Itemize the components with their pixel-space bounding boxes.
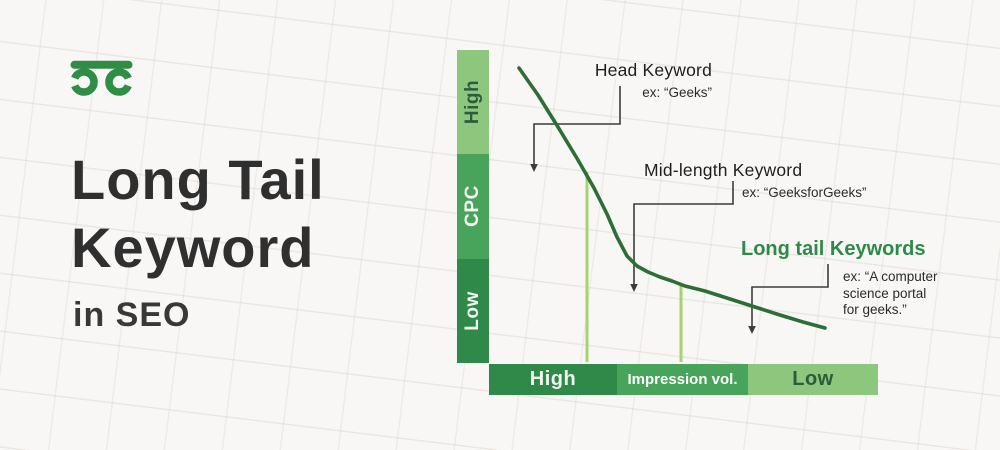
- y-axis-label-high: High: [462, 80, 483, 125]
- x-axis-label-high: High: [529, 368, 577, 390]
- page-title-line2: Keyword: [71, 216, 315, 279]
- x-axis-segment-impression-vol: Impression vol.: [617, 364, 748, 395]
- page-subtitle: in SEO: [73, 296, 191, 334]
- y-axis-cpc: High CPC Low: [457, 50, 489, 363]
- y-axis-label-cpc: CPC: [462, 185, 483, 228]
- y-axis-label-low: Low: [462, 291, 483, 331]
- page-title: Long Tail Keyword: [71, 146, 325, 282]
- long-tail-keywords-example: ex: “A computer science portal for geeks…: [843, 269, 938, 317]
- mid-length-keyword-label: Mid-length Keyword: [644, 160, 803, 180]
- long-tail-keywords-label: Long tail Keywords: [741, 238, 926, 260]
- x-axis-segment-low: Low: [748, 364, 878, 395]
- y-axis-segment-high: High: [457, 50, 489, 155]
- head-keyword-label: Head Keyword: [594, 60, 712, 80]
- geeksforgeeks-logo-icon: [70, 60, 133, 96]
- y-axis-segment-cpc: CPC: [457, 154, 489, 259]
- x-axis-impression-volume: High Impression vol. Low: [489, 364, 878, 395]
- x-axis-label-low: Low: [792, 368, 834, 390]
- x-axis-segment-high: High: [489, 364, 617, 395]
- head-keyword-example: ex: “Geeks”: [642, 85, 712, 100]
- y-axis-segment-low: Low: [457, 258, 489, 363]
- x-axis-label-impression-vol: Impression vol.: [627, 371, 738, 388]
- page-title-line1: Long Tail: [71, 148, 325, 211]
- mid-length-keyword-example: ex: “GeeksforGeeks”: [742, 185, 867, 200]
- annotation-head-keyword: Head Keyword ex: “Geeks”: [520, 60, 712, 100]
